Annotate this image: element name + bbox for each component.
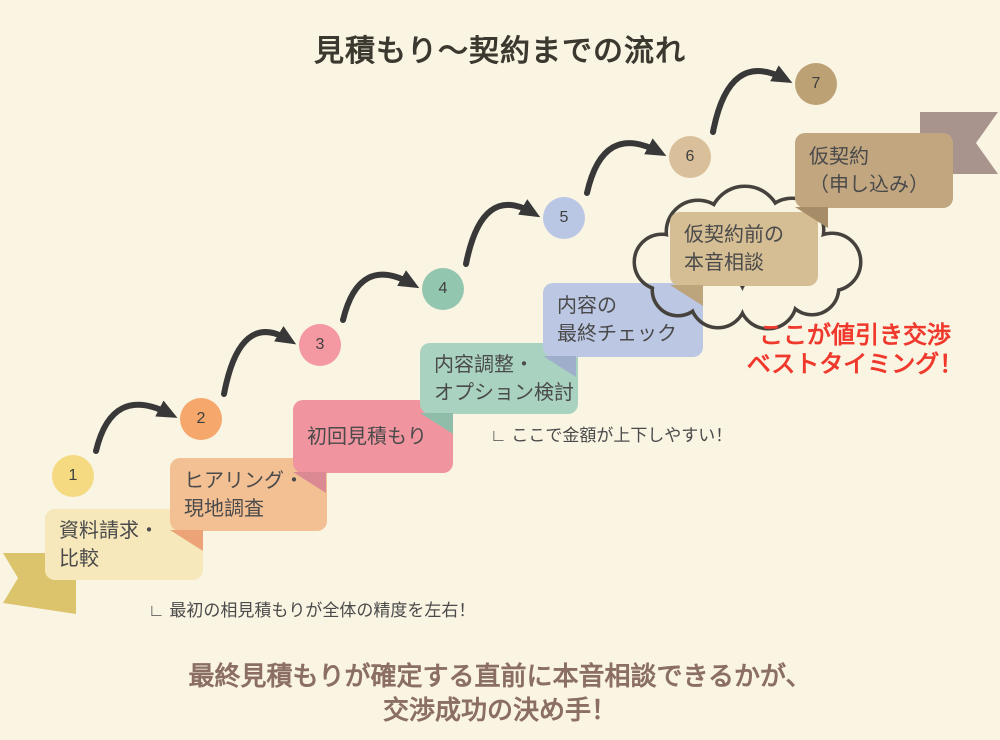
step-number: 3 (315, 336, 325, 353)
step-box-label: 内容の 最終チェック (557, 295, 677, 345)
step-circle-7: 7 (795, 63, 837, 105)
arrow-step5-6-icon (584, 138, 667, 196)
arrow-step3-4-icon (340, 270, 420, 323)
step-number: 4 (438, 280, 448, 297)
step-number: 6 (685, 148, 695, 165)
footer-message: 最終見積もりが確定する直前に本音相談できるかが、 交渉成功の決め手！ (188, 661, 812, 725)
step-box-label: 仮契約 （申し込み） (809, 145, 929, 196)
step-box-7: 仮契約 （申し込み） (795, 133, 953, 228)
callout-best-timing: ここが値引き交渉 ベストタイミング！ (746, 322, 964, 378)
step-number: 5 (559, 209, 569, 226)
step-box-label: ヒアリング・ 現地調査 (184, 469, 304, 520)
step-box-5: 内容の 最終チェック (543, 283, 703, 377)
annotation-price-fluctuation: ∟ ここで金額が上下しやすい！ (490, 426, 733, 445)
page-title: 見積もり〜契約までの流れ (314, 35, 686, 68)
arrow-step2-3-icon (221, 326, 297, 397)
step-box-3: 初回見積もり (293, 400, 453, 493)
step-circle-2: 2 (180, 398, 222, 440)
step-number: 2 (196, 410, 206, 427)
step-box-label: 内容調整・ オプション検討 (434, 353, 574, 404)
step-circle-3: 3 (299, 324, 341, 366)
arrow-step4-5-icon (463, 199, 541, 267)
step-number: 7 (811, 75, 821, 92)
arrow-step1-2-icon (93, 400, 178, 454)
annotation-first-estimate: ∟ 最初の相見積もりが全体の精度を左右！ (148, 601, 476, 620)
step-circle-1: 1 (52, 455, 94, 497)
step-box-6: 仮契約前の 本音相談 (670, 212, 818, 306)
step-circle-5: 5 (543, 197, 585, 239)
step-box-label: 初回見積もり (307, 425, 427, 448)
arrow-step6-7-icon (710, 65, 793, 135)
step-box-label: 資料請求・ 比較 (59, 519, 159, 570)
step-box-label: 仮契約前の 本音相談 (684, 224, 784, 274)
step-circle-6: 6 (669, 136, 711, 178)
step-circle-4: 4 (422, 268, 464, 310)
step-number: 1 (68, 467, 78, 484)
